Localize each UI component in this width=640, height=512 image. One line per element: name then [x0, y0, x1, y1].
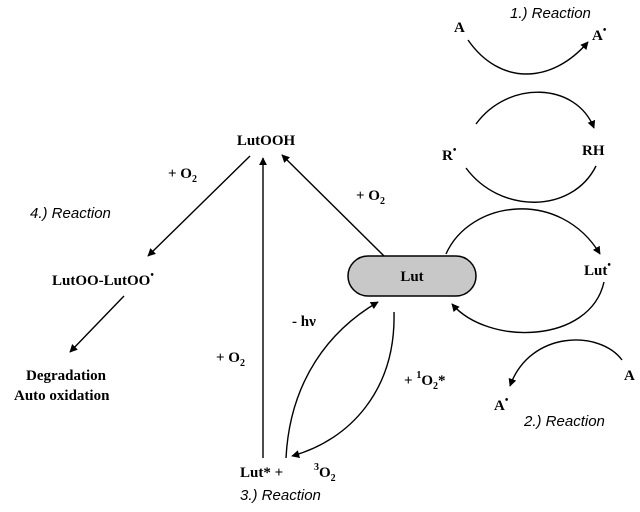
a-radical-bottom-label: A• [494, 395, 509, 414]
plus-o2-mid-label: + O2 [356, 188, 385, 207]
arrow-lut-radical-to-lut [451, 281, 605, 334]
arrow-lut-to-excited [291, 311, 395, 458]
arrow-r-radical-to-rh [475, 91, 596, 129]
a-right-label: A [624, 368, 635, 384]
a-radical-top-label: A• [592, 25, 607, 44]
plus-o2-vertical-label: + O2 [216, 350, 245, 369]
lutooh-label: LutOOH [237, 133, 296, 149]
lut-radical-label: Lut• [584, 260, 611, 279]
arrow-a-to-a-radical-bottom [508, 339, 623, 387]
reaction-2-label: 2.) Reaction [523, 413, 605, 430]
triplet-o2-label: 3O2 [314, 462, 336, 484]
reaction-3-label: 3.) Reaction [240, 487, 321, 504]
reaction-4-label: 4.) Reaction [30, 205, 111, 222]
a-top-label: A [454, 20, 465, 36]
lut-node [347, 255, 477, 297]
arrow-lutooh-to-dimer [147, 155, 251, 257]
arrow-dimer-to-degradation [69, 295, 125, 353]
lut-label: Lut [400, 269, 423, 285]
plus-o2-left-label: + O2 [168, 166, 197, 185]
degradation-label: Degradation [26, 368, 107, 384]
r-radical-label: R• [442, 145, 457, 164]
lutoo-dimer-label: LutOO-LutOO• [52, 270, 154, 289]
arrow-lut-to-lutooh [281, 154, 385, 257]
lut-star-label: Lut* + [240, 465, 283, 481]
arrow-a-to-a-radical [467, 39, 589, 75]
auto-oxidation-label: Auto oxidation [14, 388, 110, 404]
rh-label: RH [582, 143, 605, 159]
plus-singlet-o2-label: + 1O2* [404, 370, 445, 392]
minus-hv-label: - hν [292, 314, 316, 330]
arrow-emission-to-lut [285, 301, 379, 459]
arrow-lut-to-lut-radical [445, 208, 601, 255]
arrow-rh-reform [465, 165, 597, 203]
reaction-1-label: 1.) Reaction [510, 5, 591, 22]
